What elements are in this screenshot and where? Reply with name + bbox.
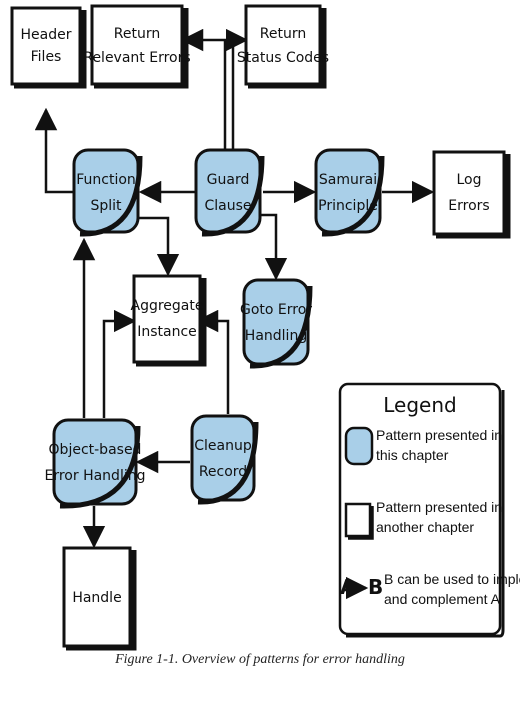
node-aggregate-instance-line1: Aggregate <box>131 298 204 314</box>
node-function-split: Function Split <box>72 148 143 237</box>
node-return-status-codes-line2: Status Codes <box>237 50 329 66</box>
node-handle: Handle <box>62 546 137 651</box>
legend-symbol-b: B <box>368 575 383 599</box>
legend: Legend Pattern presented in this chapter… <box>338 382 520 638</box>
node-cleanup-record-line1: Cleanup <box>194 438 252 454</box>
edges-group <box>34 28 435 549</box>
node-return-relevant-errors: Return Relevant Errors <box>83 4 191 89</box>
edge-function-split-to-aggregate-instance <box>138 216 180 277</box>
edge-object-based-error-handling-to-aggregate-instance <box>102 309 137 418</box>
node-log-errors: Log Errors <box>432 150 511 239</box>
node-aggregate-instance: Aggregate Instance <box>131 274 207 367</box>
node-return-relevant-errors-line1: Return <box>114 26 160 42</box>
node-return-status-codes: Return Status Codes <box>237 4 329 89</box>
edge-guard-clause-to-return-status-codes <box>225 28 249 150</box>
edge-cleanup-record-to-aggregate-instance <box>195 309 230 414</box>
node-header-files-line2: Files <box>31 49 62 65</box>
legend-symbol-a: A <box>340 575 356 599</box>
legend-item3-line1: B can be used to implement <box>384 571 520 587</box>
node-function-split-line2: Split <box>90 198 122 214</box>
node-header-files: Header Files <box>10 6 87 89</box>
node-aggregate-instance-line2: Instance <box>137 324 197 340</box>
node-guard-clause: Guard Clause <box>194 148 265 237</box>
legend-item3-line2: and complement A <box>384 591 501 607</box>
node-log-errors-line1: Log <box>456 172 481 188</box>
node-samurai-principle: Samurai Principle <box>314 148 385 237</box>
legend-other-chapter-swatch <box>344 502 372 538</box>
node-return-status-codes-line1: Return <box>260 26 306 42</box>
legend-this-chapter-swatch <box>344 426 374 466</box>
figure-caption: Figure 1-1. Overview of patterns for err… <box>115 652 405 667</box>
node-log-errors-line2: Errors <box>448 198 489 214</box>
node-guard-clause-line1: Guard <box>207 172 250 188</box>
node-return-relevant-errors-line2: Relevant Errors <box>83 50 190 66</box>
legend-item1-line1: Pattern presented in <box>376 427 502 443</box>
node-function-split-line1: Function <box>76 172 136 188</box>
node-samurai-principle-line1: Samurai <box>319 172 377 188</box>
node-cleanup-record: Cleanup Record <box>190 414 259 505</box>
node-samurai-principle-line2: Principle <box>318 198 378 214</box>
node-cleanup-record-line2: Record <box>199 464 247 480</box>
legend-item2-line1: Pattern presented in <box>376 499 502 515</box>
node-object-based-error-handling: Object-based Error Handling <box>45 418 146 509</box>
edge-guard-clause-to-return-relevant-errors <box>180 28 227 150</box>
node-object-based-error-handling-line2: Error Handling <box>45 468 146 484</box>
legend-title: Legend <box>383 393 456 417</box>
node-object-based-error-handling-line1: Object-based <box>49 442 142 458</box>
node-goto-error-handling: Goto Error Handling <box>240 278 313 369</box>
edge-guard-clause-to-goto-error-handling <box>260 213 288 281</box>
node-goto-error-handling-line1: Goto Error <box>240 302 312 318</box>
node-guard-clause-line2: Clause <box>204 198 251 214</box>
node-handle-line1: Handle <box>72 590 121 606</box>
node-header-files-line1: Header <box>21 27 72 43</box>
node-goto-error-handling-line2: Handling <box>245 328 307 344</box>
legend-item1-line2: this chapter <box>376 447 449 463</box>
legend-item2-line2: another chapter <box>376 519 474 535</box>
edge-function-split-to-header-files <box>34 107 74 194</box>
